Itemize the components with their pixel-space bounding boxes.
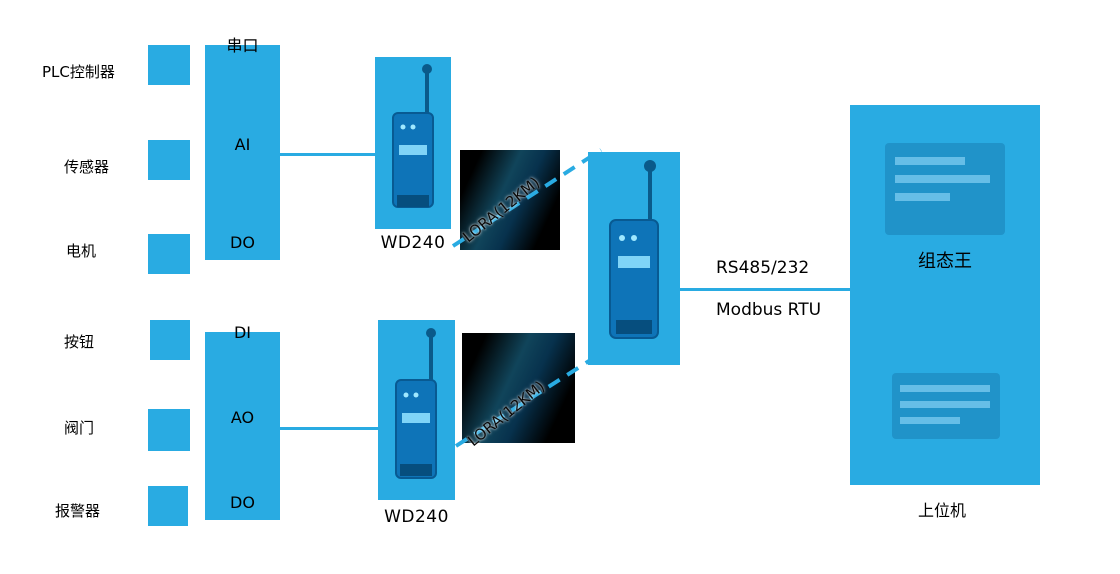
device-label-alarm: 报警器 — [55, 502, 101, 520]
link-box-bottom — [462, 333, 575, 443]
line-io-bottom-to-module — [280, 427, 378, 430]
screen-bar — [895, 157, 965, 165]
device-box-motor — [148, 234, 190, 274]
antenna-device-icon — [395, 328, 437, 479]
host-keyboard-graphic — [892, 373, 1000, 439]
lora-dashed-line-top — [451, 148, 603, 248]
gateway-module — [588, 152, 680, 365]
device-box-valve — [148, 409, 190, 451]
device-label-plc: PLC控制器 — [42, 63, 115, 81]
host-software-label: 组态王 — [918, 251, 972, 272]
bus-standard-label: Modbus RTU — [716, 300, 822, 320]
radio-module-top — [375, 57, 451, 229]
host-box: 组态王 — [850, 105, 1040, 485]
host-label: 上位机 — [918, 501, 967, 520]
line-gateway-to-host — [680, 288, 850, 291]
antenna-device-icon — [609, 160, 659, 339]
host-screen-graphic — [885, 143, 1005, 235]
line-io-top-to-module — [280, 153, 375, 156]
io-box-bottom: DI AO DO — [205, 324, 280, 520]
bus-protocol-label: RS485/232 — [716, 258, 810, 278]
io-bottom-port-ao: AO — [230, 408, 255, 428]
device-box-sensor — [148, 140, 190, 180]
io-bottom-port-di: DI — [233, 323, 252, 342]
link-box-top — [460, 150, 560, 250]
screen-bar — [900, 401, 990, 408]
screen-bar — [900, 417, 960, 424]
device-box-alarm — [148, 486, 188, 526]
radio-module-top-label: WD240 — [380, 233, 446, 253]
antenna-device-icon — [392, 64, 434, 208]
link-box-sheen — [460, 150, 560, 250]
device-box-button — [150, 320, 190, 360]
io-box-top: 串口 AI DO — [205, 37, 280, 260]
radio-module-bottom — [378, 320, 455, 500]
device-label-button: 按钮 — [64, 333, 95, 351]
link-box-sheen — [462, 333, 575, 443]
radio-module-bottom-label: WD240 — [384, 507, 449, 527]
lora-dashed-line-bottom — [454, 350, 605, 448]
io-top-port-do: DO — [230, 233, 255, 253]
screen-bar — [900, 385, 990, 392]
screen-bar — [895, 193, 950, 201]
screen-bar — [895, 175, 990, 183]
device-label-valve: 阀门 — [64, 419, 95, 437]
io-bottom-port-do: DO — [230, 493, 255, 513]
io-top-port-serial: 串口 — [226, 36, 259, 55]
io-top-port-ai: AI — [234, 134, 251, 154]
device-label-sensor: 传感器 — [64, 158, 110, 176]
device-label-motor: 电机 — [66, 242, 97, 260]
device-box-plc — [148, 45, 190, 85]
